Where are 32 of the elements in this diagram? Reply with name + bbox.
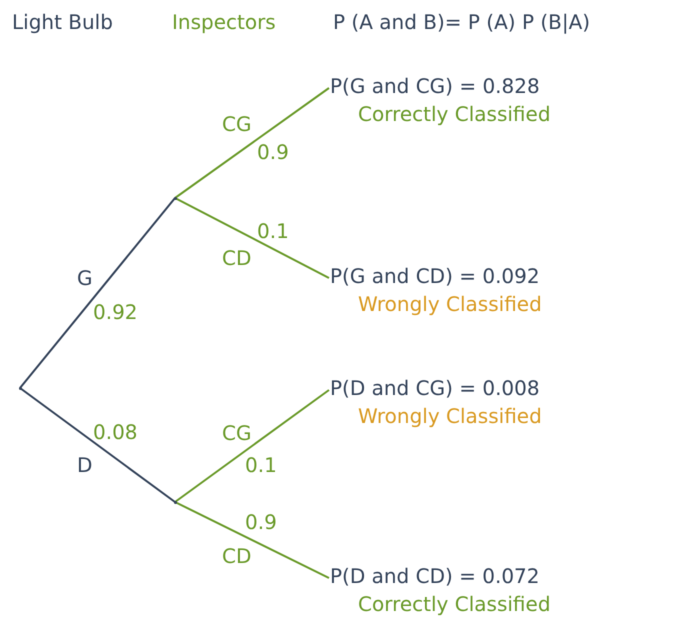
column-heading: Light Bulb	[12, 10, 113, 34]
classification-text: Wrongly Classified	[358, 404, 542, 428]
branch-line	[174, 197, 330, 279]
classification-text: Wrongly Classified	[358, 292, 542, 316]
branch-point	[174, 500, 176, 504]
probability-label: 0.9	[257, 140, 289, 164]
edge-label: CD	[222, 544, 252, 568]
probability-text: P(G and CD) = 0.092	[330, 264, 541, 288]
branch-point	[18, 386, 22, 390]
probability-label: 0.92	[93, 300, 138, 324]
edge-label: CG	[222, 112, 252, 136]
probability-label: 0.9	[245, 510, 277, 534]
branch-line	[174, 501, 330, 579]
edge-label: G	[77, 266, 92, 290]
column-heading: Inspectors	[172, 10, 276, 34]
probability-label: 0.1	[257, 219, 289, 243]
probability-text: P(D and CD) = 0.072	[330, 564, 541, 588]
formula-text: P (A and B)= P (A) P (B|A)	[333, 10, 590, 34]
branch-line	[19, 387, 176, 503]
edge-label: CD	[222, 246, 252, 270]
classification-text: Correctly Classified	[358, 592, 551, 616]
probability-label: 0.08	[93, 420, 138, 444]
branch-point	[174, 196, 176, 200]
branch-line	[174, 389, 330, 503]
classification-text: Correctly Classified	[358, 102, 551, 126]
probability-label: 0.1	[245, 453, 277, 477]
probability-text: P(D and CG) = 0.008	[330, 376, 541, 400]
edge-label: CG	[222, 421, 252, 445]
branch-line	[19, 197, 176, 389]
branch-line	[174, 87, 330, 199]
probability-text: P(G and CG) = 0.828	[330, 74, 541, 98]
edge-label: D	[77, 453, 92, 477]
